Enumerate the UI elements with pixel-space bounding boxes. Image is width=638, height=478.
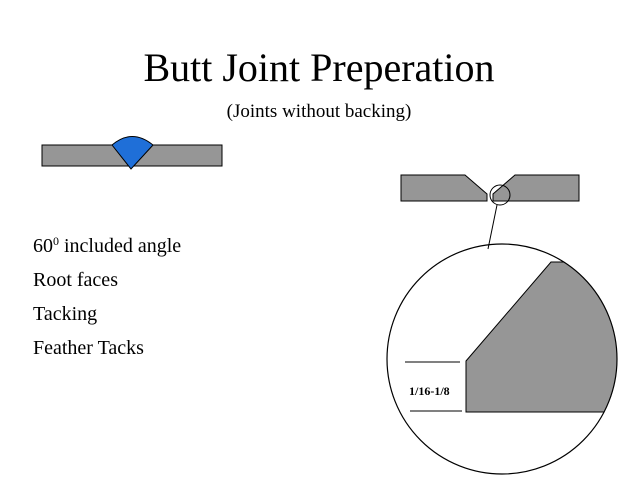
prepared-plates [400, 174, 580, 250]
magnified-circle [386, 243, 618, 475]
weld-bead [111, 136, 154, 170]
slide-subtitle: (Joints without backing) [226, 101, 412, 122]
detail-leader-line [487, 204, 498, 250]
detail-callout-circle [489, 184, 511, 206]
welded-joint [41, 136, 223, 170]
bullet-list: 600 included angle Root faces Tacking Fe… [33, 233, 181, 369]
bullet-angle-degree: 0 [53, 234, 59, 248]
left-beveled-plate [400, 174, 488, 202]
bullet-angle-text: included angle [59, 235, 182, 257]
slide-title: Butt Joint Preperation [143, 45, 495, 90]
root-face-dimension-label: 1/16-1/8 [409, 384, 450, 398]
bullet-included-angle: 600 included angle [33, 233, 181, 267]
bullet-feather-tacks: Feather Tacks [33, 337, 144, 359]
magnified-detail: 1/16-1/8 [386, 243, 618, 475]
bullet-tacking: Tacking [33, 303, 98, 325]
bullet-angle-value: 60 [33, 235, 53, 257]
right-beveled-plate [492, 174, 580, 202]
bullet-root-faces: Root faces [33, 269, 118, 291]
magnified-bevel-plate [465, 261, 617, 413]
